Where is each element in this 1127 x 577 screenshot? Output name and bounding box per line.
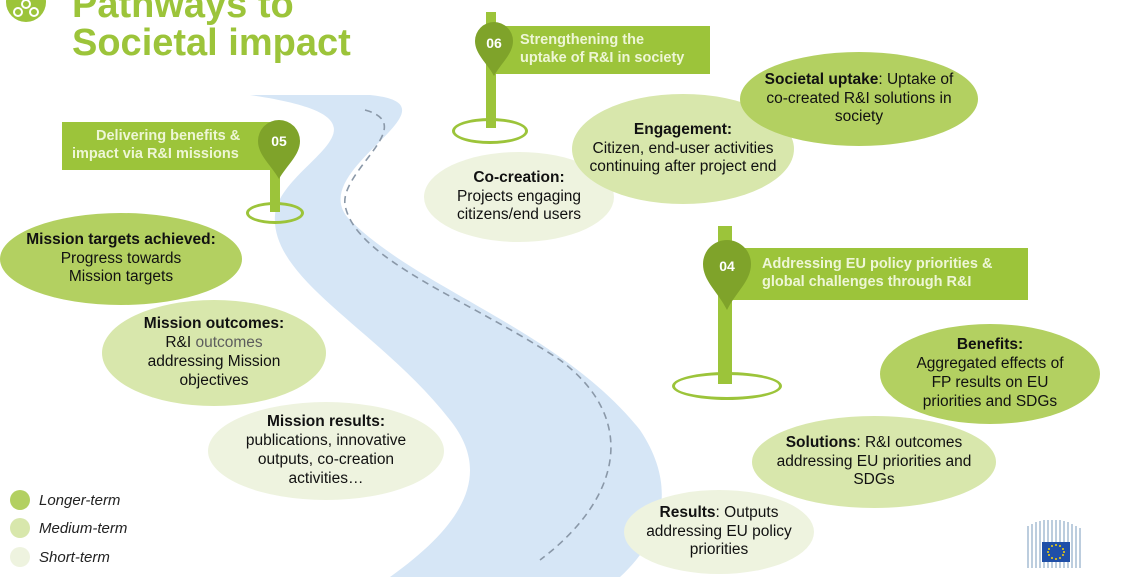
legend-item-longer: Longer-term [10,490,120,510]
title-line-2: Societal impact [72,22,351,64]
european-commission-logo-icon [1027,520,1081,568]
legend-dot-short [10,547,30,567]
pathway-05-number: 05 [271,133,287,149]
bubble-mission-outcomes: Mission outcomes: R&I outcomes addressin… [102,300,326,406]
co-creation-text: Projects engaging citizens/end users [456,187,582,224]
bubble-results: Results: Outputs addressing EU policy pr… [624,490,814,574]
solutions-text: R&I outcomes addressing EU priorities an… [776,433,972,489]
engagement-title: Engagement [633,120,727,138]
legend-item-medium: Medium-term [10,518,127,538]
bubble-mission-targets: Mission targets achieved: Progress towar… [0,213,242,305]
pathway-04-number: 04 [719,258,735,274]
pathway-04-banner: Addressing EU policy priorities & global… [730,248,1028,300]
pathway-06-ring [452,118,528,144]
results-title: Results [659,503,716,521]
mission-outcomes-title: Mission outcomes [143,315,280,333]
bubble-benefits: Benefits: Aggregated effects of FP resul… [880,324,1100,424]
legend-dot-longer [10,490,30,510]
legend-dot-medium [10,518,30,538]
results-text: Outputs addressing EU policy priorities [646,503,792,559]
legend-item-short: Short-term [10,547,110,567]
pathway-05-pin-icon [258,120,300,179]
benefits-text: Aggregated effects of FP results on EU p… [916,355,1064,410]
engagement-text: Citizen, end-user activities continuing … [589,139,777,176]
pathway-04-label-line2: global challenges through R&I [762,274,972,290]
pathway-05-banner: Delivering benefits & impact via R&I mis… [62,122,274,170]
pathway-04-pin-icon [703,240,751,310]
mission-outcomes-text-highlight: outcomes [191,334,263,352]
societal-uptake-text: Uptake of co-created R&I solutions in so… [766,70,954,126]
pathway-05-label-line1: Delivering benefits & [96,128,241,145]
title-icon [6,0,46,22]
pathway-06-pin-icon [475,22,513,76]
pathway-04-label-line1: Addressing EU policy priorities & [762,256,993,273]
pathway-06-number: 06 [486,35,502,51]
solutions-title: Solutions [785,433,857,451]
mission-results-title: Mission results [266,413,380,431]
benefits-title: Benefits [956,336,1018,354]
legend-label-medium: Medium-term [39,519,128,537]
pathway-06-banner: Strengthening the uptake of R&I in socie… [496,26,710,74]
pathway-05-pole [270,160,280,212]
pathway-06-label-line2: uptake of R&I in society [520,50,685,66]
pathway-05-label-line2: impact via R&I missions [72,146,239,162]
mission-outcomes-text-prefix: R&I [165,334,192,352]
pathway-04-ring [672,372,782,400]
mission-results-text: publications, innovative outputs, co-cre… [245,432,407,487]
bubble-societal-uptake: Societal uptake: Uptake of co-created R&… [740,52,978,146]
legend-label-short: Short-term [39,548,110,566]
title-line-1: Pathways to [72,0,294,26]
bubble-solutions: Solutions: R&I outcomes addressing EU pr… [752,416,996,508]
pathway-06-label-line1: Strengthening the [520,32,645,49]
mission-outcomes-text-suffix: addressing Mission objectives [147,353,281,389]
mission-targets-title: Mission targets achieved [26,230,211,248]
pathway-05-ring [246,202,304,224]
societal-uptake-title: Societal uptake [764,70,879,88]
co-creation-title: Co-creation [473,168,560,186]
legend-label-longer: Longer-term [39,491,121,509]
bubble-mission-results: Mission results: publications, innovativ… [208,402,444,500]
mission-targets-text: Progress towards Mission targets [60,249,182,286]
